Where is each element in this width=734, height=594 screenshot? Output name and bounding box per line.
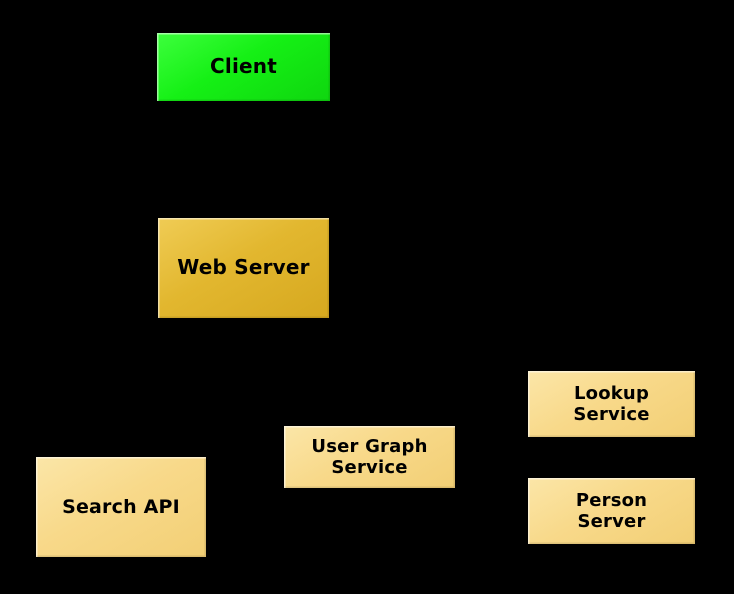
- diagram-node-person-server[interactable]: Person Server: [528, 478, 695, 544]
- diagram-node-client-label: Client: [210, 54, 277, 79]
- diagram-node-user-graph-service-label: User Graph Service: [311, 435, 428, 478]
- diagram-node-person-server-label: Person Server: [575, 489, 648, 532]
- diagram-node-client[interactable]: Client: [157, 33, 330, 101]
- diagram-node-user-graph-service[interactable]: User Graph Service: [284, 426, 455, 488]
- diagram-node-lookup-service[interactable]: Lookup Service: [528, 371, 695, 437]
- diagram-node-web-server-label: Web Server: [177, 255, 310, 280]
- diagram-node-search-api-label: Search API: [62, 495, 180, 518]
- diagram-node-search-api[interactable]: Search API: [36, 457, 206, 557]
- diagram-node-lookup-service-label: Lookup Service: [573, 382, 650, 425]
- diagram-node-web-server[interactable]: Web Server: [158, 218, 329, 318]
